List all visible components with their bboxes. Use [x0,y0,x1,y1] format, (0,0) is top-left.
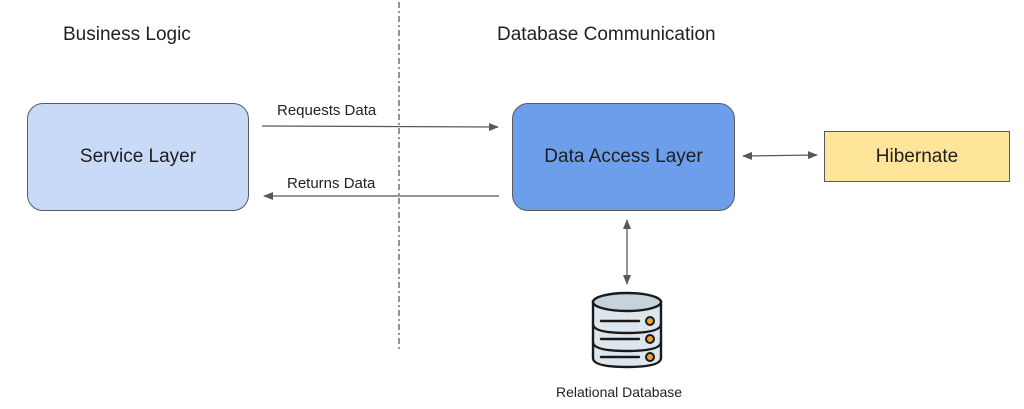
service-layer-node: Service Layer [27,103,249,211]
hibernate-label: Hibernate [875,145,959,167]
service-layer-label: Service Layer [79,146,197,167]
business-logic-title: Business Logic [63,24,191,45]
requests-data-arrow [261,122,499,131]
dal-hibernate-arrow [742,151,818,160]
returns-data-label: Returns Data [287,175,376,192]
database-communication-title: Database Communication [497,24,716,45]
data-access-layer-node: Data Access Layer [512,103,735,211]
requests-data-label: Requests Data [277,102,377,119]
data-access-layer-label: Data Access Layer [544,146,703,167]
relational-database-label: Relational Database [556,384,683,400]
hibernate-node: Hibernate [824,131,1010,182]
database-icon [591,291,663,369]
